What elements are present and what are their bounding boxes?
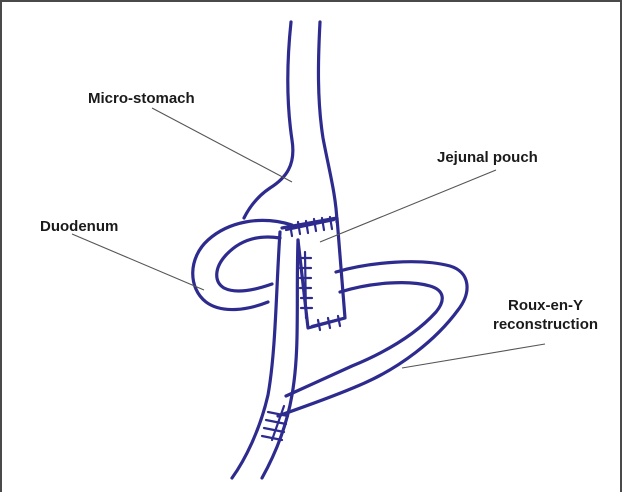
staple-tick <box>266 420 286 424</box>
label-roux-line2: reconstruction <box>493 315 598 334</box>
duodenum-inner <box>217 237 280 291</box>
micro-stomach-left-wall <box>244 22 293 218</box>
label-roux-line1: Roux-en-Y <box>493 296 598 315</box>
staple-tick <box>318 320 320 330</box>
staple-tick <box>328 318 330 328</box>
label-duodenum: Duodenum <box>40 217 118 236</box>
roux-loop-inner <box>286 283 442 396</box>
micro-stomach-right-wall <box>318 22 337 222</box>
label-micro-stomach: Micro-stomach <box>88 89 195 108</box>
leader-duodenum <box>72 234 204 290</box>
leader-jejunal-pouch <box>320 170 496 242</box>
staple-tick <box>338 316 340 326</box>
jejunal-limb-right <box>262 240 298 478</box>
label-roux-en-y: Roux-en-Y reconstruction <box>493 296 598 334</box>
label-jejunal-pouch: Jejunal pouch <box>437 148 538 167</box>
jejunal-limb-left <box>232 232 280 478</box>
leader-micro-stomach <box>152 108 292 182</box>
